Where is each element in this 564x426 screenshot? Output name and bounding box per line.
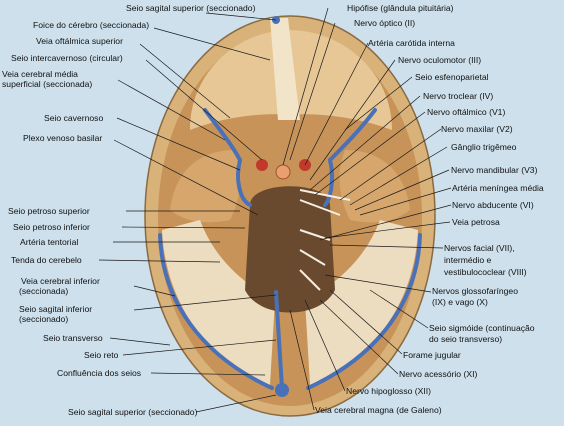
straight-sinus <box>274 290 284 390</box>
label-ophthalmic-nerve: Nervo oftálmico (V1) <box>427 107 506 117</box>
tentorium-right <box>305 220 418 385</box>
label-glossopharyngeal-vagus-2: (IX) e vago (X) <box>432 297 488 307</box>
middle-cranial-fossa-left <box>170 150 241 223</box>
label-trochlear-nerve: Nervo troclear (IV) <box>423 91 494 101</box>
label-superior-ophthalmic-vein: Veia oftálmica superior <box>36 36 123 46</box>
label-sigmoid-sinus-1: Seio sigmóide (continuação <box>429 323 535 333</box>
label-hypoglossal-nerve: Nervo hipoglosso (XII) <box>346 386 432 396</box>
label-superior-sagittal-sinus-top: Seio sagital superior (seccionado) <box>126 3 256 13</box>
hypophysis <box>275 164 291 180</box>
label-inferior-sagittal-sinus-1: Seio sagital inferior <box>19 304 93 314</box>
label-transverse-sinus: Seio transverso <box>43 333 103 343</box>
label-inferior-sagittal-sinus-2: (seccionado) <box>19 314 69 324</box>
label-superficial-middle-cerebral-vein-1: Veia cerebral média <box>2 69 78 79</box>
label-superior-sagittal-sinus-bottom: Seio sagital superior (seccionado) <box>68 407 198 417</box>
label-facial-nerves-3: vestibulococlear (VIII) <box>444 267 527 277</box>
label-glossopharyngeal-vagus-1: Nervos glossofaríngeo <box>432 286 518 296</box>
sphenoparietal-sinus-left <box>203 108 242 162</box>
label-falx-cerebri: Foice do cérebro (seccionada) <box>33 20 150 30</box>
label-cavernous-sinus: Seio cavernoso <box>44 113 104 123</box>
transverse-sinus-right <box>306 233 422 390</box>
label-tentorial-artery: Artéria tentorial <box>20 237 79 247</box>
label-tentorium-cerebelli: Tenda do cerebelo <box>11 255 82 265</box>
label-oculomotor-nerve: Nervo oculomotor (III) <box>398 55 482 65</box>
label-internal-carotid-artery: Artéria carótida interna <box>368 38 455 48</box>
cavernous-sinus-right <box>323 158 335 207</box>
label-confluence-of-sinuses: Confluência dos seios <box>57 368 142 378</box>
label-jugular-foramen: Forame jugular <box>403 350 461 360</box>
label-optic-nerve: Nervo óptico (II) <box>354 18 416 28</box>
label-superior-petrosal-sinus: Seio petroso superior <box>8 206 90 216</box>
label-facial-nerves-1: Nervos facial (VII), <box>444 243 515 253</box>
label-petrosal-vein: Veia petrosa <box>452 217 500 227</box>
cavernous-sinus-left <box>236 158 252 207</box>
brainstem <box>245 186 335 313</box>
label-sigmoid-sinus-2: do seio transverso) <box>429 334 503 344</box>
label-superficial-middle-cerebral-vein-2: superficial (seccionada) <box>2 79 93 89</box>
label-inferior-cerebral-vein-1: Veia cerebral inferior <box>21 276 100 286</box>
sinus-confluence <box>275 383 289 397</box>
label-mandibular-nerve: Nervo mandibular (V3) <box>451 165 538 175</box>
carotid-left <box>256 159 268 171</box>
falx-cerebri <box>270 18 300 120</box>
label-great-cerebral-vein: Veia cerebral magna (de Galeno) <box>315 405 442 415</box>
leader-lines <box>98 7 452 413</box>
label-middle-meningeal-artery: Artéria meníngea média <box>452 183 544 193</box>
label-abducens-nerve: Nervo abducente (VI) <box>452 200 534 210</box>
label-straight-sinus: Seio reto <box>84 350 119 360</box>
middle-cranial-fossa-right <box>339 150 410 223</box>
label-maxillary-nerve: Nervo maxilar (V2) <box>441 124 513 134</box>
label-hypophysis: Hipófise (glândula pituitária) <box>347 3 454 13</box>
label-inferior-cerebral-vein-2: (seccionada) <box>19 286 69 296</box>
sphenoparietal-sinus-right <box>328 108 377 162</box>
label-trigeminal-ganglion: Gânglio trigêmeo <box>451 142 517 152</box>
label-inferior-petrosal-sinus: Seio petroso inferior <box>13 222 90 232</box>
label-accessory-nerve: Nervo acessório (XI) <box>399 369 478 379</box>
label-basilar-venous-plexus: Plexo venoso basilar <box>23 133 103 143</box>
label-intercavernous-sinus: Seio intercavernoso (circular) <box>11 53 123 63</box>
label-sphenoparietal-sinus: Seio esfenoparietal <box>415 72 489 82</box>
label-facial-nerves-2: intermédio e <box>444 255 492 265</box>
